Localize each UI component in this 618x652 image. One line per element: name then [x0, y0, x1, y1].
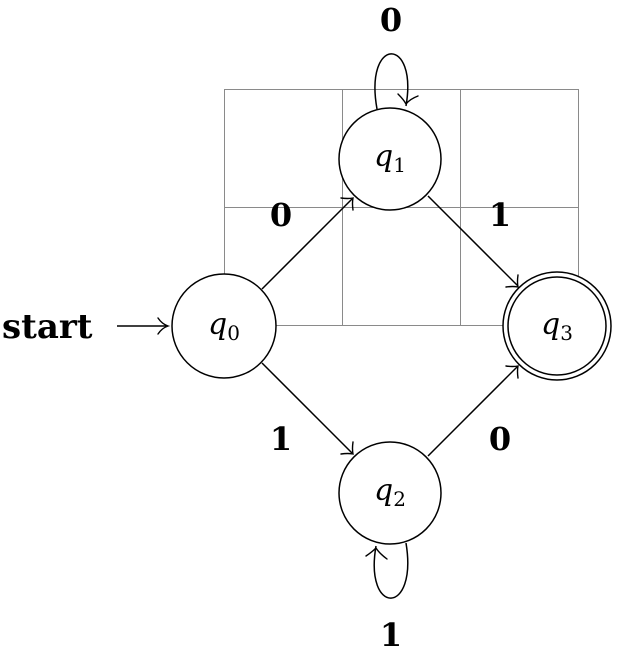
start-label: start: [2, 307, 93, 347]
start-marker: start: [2, 307, 171, 347]
state-index: 2: [393, 487, 406, 511]
transition-q1-q3: 1: [427, 195, 519, 288]
state-q1: q1: [338, 107, 442, 211]
state-letter: q: [374, 139, 393, 174]
state-q2: q2: [338, 441, 442, 545]
start-arrowhead: [157, 317, 171, 335]
edge-line: [427, 195, 519, 287]
arrowhead: [505, 365, 519, 379]
state-letter: q: [374, 473, 393, 508]
state-index: 3: [560, 321, 573, 345]
state-circle: [338, 441, 442, 545]
transition-label: 1: [270, 420, 292, 458]
state-letter: q: [208, 307, 227, 342]
arrowhead: [505, 274, 519, 288]
state-q3: q3: [502, 271, 612, 381]
arrowhead: [397, 93, 419, 106]
state-index: 0: [227, 321, 240, 345]
transition-q2-q2: 1: [365, 542, 409, 652]
state-label: q3: [541, 307, 573, 345]
transition-q0-q1: 0: [261, 196, 354, 290]
transition-label: 1: [489, 196, 511, 234]
state-label: q0: [208, 307, 240, 345]
state-label: q1: [374, 139, 406, 177]
state-circle: [338, 107, 442, 211]
transition-label: 1: [380, 616, 402, 652]
transition-label: 0: [270, 196, 292, 234]
arrowhead: [365, 546, 388, 560]
transition-q1-q1: 0: [374, 1, 419, 110]
transitions: 0 1 0 1 1 0: [261, 1, 519, 652]
state-label: q2: [374, 473, 406, 511]
state-index: 1: [393, 153, 406, 177]
state-circle: [171, 273, 277, 379]
arrowhead: [340, 441, 354, 455]
transition-label: 0: [489, 420, 511, 458]
transition-label: 0: [380, 1, 402, 39]
self-loop: [374, 53, 409, 110]
edge-line: [261, 362, 353, 454]
states: q0 q1 q2 q3: [171, 107, 612, 545]
transition-q0-q2: 1: [261, 362, 354, 458]
arrowhead: [340, 197, 354, 211]
self-loop: [373, 542, 409, 599]
transition-q2-q3: 0: [427, 365, 519, 458]
edge-line: [427, 365, 519, 457]
edge-line: [261, 198, 353, 290]
state-circle: [507, 276, 607, 376]
state-letter: q: [541, 307, 560, 342]
state-q0: q0: [171, 273, 277, 379]
